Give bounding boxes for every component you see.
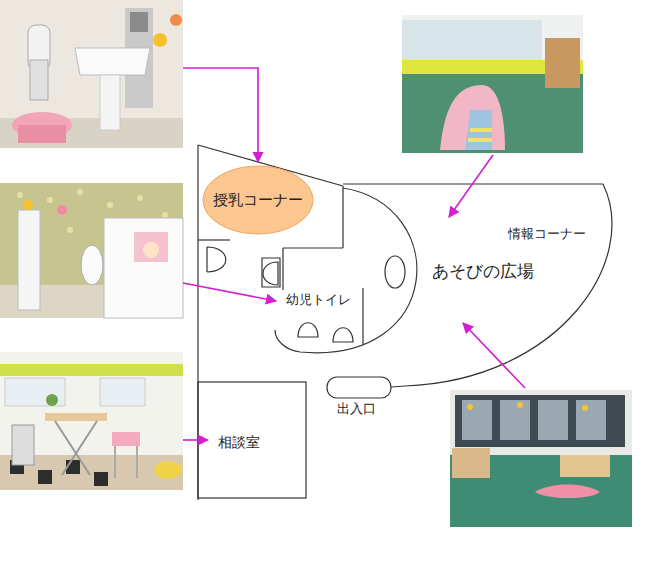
toilet-label: 幼児トイレ bbox=[286, 292, 351, 308]
drawing-rect bbox=[545, 38, 580, 88]
drawing-rect bbox=[134, 232, 168, 262]
drawing-rect bbox=[560, 455, 610, 477]
drawing-circle bbox=[153, 33, 167, 47]
drawing-g bbox=[467, 402, 588, 411]
drawing-rect bbox=[538, 400, 568, 440]
drawing-line bbox=[282, 248, 283, 290]
drawing-circle bbox=[170, 14, 182, 26]
drawing-path bbox=[535, 485, 600, 499]
drawing-rect bbox=[38, 470, 52, 484]
drawing-line bbox=[449, 155, 493, 217]
drawing-path bbox=[440, 85, 505, 150]
drawing-circle bbox=[47, 197, 53, 203]
consultation-room: 相談室 bbox=[198, 382, 306, 498]
drawing-rect bbox=[130, 12, 148, 32]
drawing-rect bbox=[100, 75, 120, 130]
drawing-rect bbox=[402, 20, 542, 60]
drawing-polyline bbox=[183, 68, 258, 162]
drawing-line bbox=[342, 186, 343, 248]
drawing-rect bbox=[500, 400, 530, 440]
drawing-line bbox=[283, 247, 343, 248]
drawing-circle bbox=[77, 189, 83, 195]
drawing-line bbox=[183, 439, 208, 441]
drawing-rect bbox=[576, 400, 606, 440]
drawing-line bbox=[198, 239, 230, 240]
drawing-circle bbox=[143, 242, 159, 258]
drawing-path bbox=[468, 130, 492, 140]
drawing-ellipse bbox=[154, 461, 182, 479]
drawing-rect bbox=[0, 0, 183, 148]
drawing-rect bbox=[5, 378, 65, 406]
drawing-rect bbox=[100, 378, 145, 406]
play-area-label: あそびの広場 bbox=[432, 261, 534, 281]
drawing-path bbox=[333, 328, 353, 342]
drawing-rect bbox=[327, 377, 391, 398]
drawing-rect bbox=[198, 382, 306, 498]
drawing-ellipse bbox=[385, 256, 405, 288]
drawing-rect bbox=[0, 183, 183, 318]
drawing-path bbox=[55, 421, 97, 475]
drawing-line bbox=[362, 288, 363, 345]
drawing-circle bbox=[17, 192, 23, 198]
drawing-circle bbox=[162, 212, 168, 218]
drawing-path bbox=[262, 258, 280, 287]
drawing-path bbox=[465, 110, 492, 150]
photo-slide bbox=[402, 15, 583, 153]
drawing-rect bbox=[45, 413, 107, 421]
drawing-rect bbox=[112, 432, 140, 446]
drawing-path bbox=[207, 247, 226, 272]
drawing-line bbox=[391, 386, 405, 387]
drawing-circle bbox=[67, 227, 73, 233]
drawing-path bbox=[298, 323, 318, 337]
nursing-corner: 授乳コーナー bbox=[202, 165, 314, 235]
drawing-circle bbox=[137, 195, 143, 201]
node-text: 授乳コーナー bbox=[213, 191, 303, 209]
toilet-symbols bbox=[207, 247, 405, 342]
drawing-circle bbox=[107, 202, 113, 208]
info-corner-label: 情報コーナー bbox=[508, 226, 586, 242]
drawing-line bbox=[183, 283, 276, 301]
drawing-circle bbox=[582, 405, 588, 411]
drawing-path bbox=[263, 262, 278, 285]
drawing-circle bbox=[467, 404, 473, 410]
ellipse-shape bbox=[203, 166, 313, 234]
drawing-line bbox=[463, 323, 525, 388]
drawing-rect bbox=[12, 425, 34, 465]
drawing-circle bbox=[517, 402, 523, 408]
photo-toilet bbox=[0, 183, 183, 318]
drawing-g bbox=[462, 400, 606, 440]
entrance-label: 出入口 bbox=[337, 401, 376, 417]
drawing-circle bbox=[23, 200, 33, 210]
node-text: 相談室 bbox=[218, 434, 260, 451]
drawing-path bbox=[115, 446, 137, 478]
drawing-rect bbox=[30, 60, 48, 100]
drawing-ellipse bbox=[81, 245, 103, 285]
drawing-circle bbox=[57, 205, 67, 215]
photo-sink bbox=[0, 0, 183, 148]
drawing-rect bbox=[18, 125, 66, 143]
drawing-rect bbox=[94, 472, 108, 486]
drawing-rect bbox=[402, 15, 583, 153]
drawing-rect bbox=[0, 364, 183, 376]
drawing-circle bbox=[46, 394, 58, 406]
photo-play-area bbox=[450, 390, 632, 527]
drawing-rect bbox=[18, 210, 40, 310]
drawing-rect bbox=[0, 352, 183, 490]
drawing-rect bbox=[450, 390, 632, 527]
drawing-rect bbox=[452, 448, 490, 478]
photo-consultation bbox=[0, 352, 183, 490]
drawing-path bbox=[405, 184, 612, 386]
drawing-path bbox=[75, 48, 150, 75]
drawing-rect bbox=[104, 218, 183, 318]
pointer-arrows bbox=[183, 68, 525, 440]
drawing-rect bbox=[455, 395, 625, 447]
drawing-rect bbox=[462, 400, 492, 440]
